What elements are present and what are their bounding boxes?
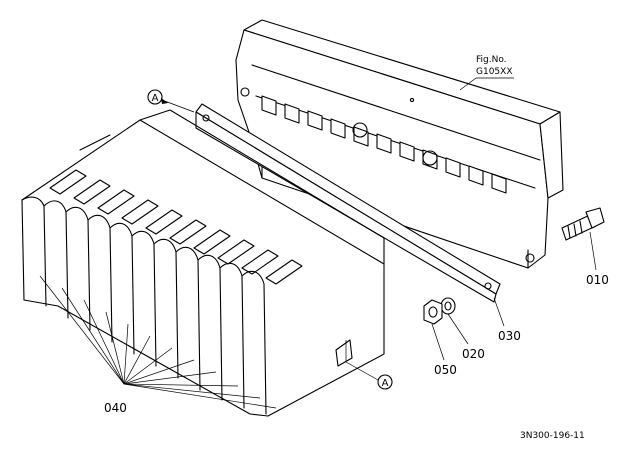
reference-mark-bottom-label: A	[382, 378, 389, 389]
leader-010	[589, 231, 597, 271]
bracket-hole-center-right	[422, 150, 438, 166]
reference-mark-bottom: A	[345, 340, 393, 390]
bolt	[561, 207, 605, 241]
part-number-nut: 050	[434, 363, 457, 377]
leader-050	[431, 323, 445, 361]
leader-020	[447, 313, 469, 345]
part-number-weights: 040	[104, 401, 127, 415]
weight-handle-slots	[49, 169, 303, 285]
reference-mark-top-label: A	[152, 93, 159, 104]
part-number-spring-washer: 020	[462, 347, 485, 361]
bracket-hole-center-left	[352, 122, 368, 138]
nut	[423, 299, 443, 325]
weights-leader-lines	[39, 275, 277, 409]
reference-mark-top: A	[147, 89, 195, 113]
weight-bracket	[235, 19, 564, 269]
part-number-bolt: 010	[586, 273, 609, 287]
weight-stack	[21, 109, 385, 417]
part-number-plate: 030	[498, 329, 521, 343]
bracket-hole-left	[240, 87, 250, 97]
figure-number-callout: Fig.No. G105XX	[459, 55, 514, 91]
bracket-hole-right	[525, 253, 535, 263]
leader-030	[493, 297, 505, 327]
fig-no-label: Fig.No.	[476, 55, 507, 65]
spring-washer	[440, 297, 456, 315]
mounting-plate	[195, 103, 501, 303]
plate-hole-right	[484, 282, 492, 290]
weight-slabs	[21, 196, 267, 415]
drawing-code: 3N300-196-11	[520, 431, 585, 441]
fig-no-value: G105XX	[476, 67, 512, 77]
plate-hole-left	[202, 114, 210, 122]
